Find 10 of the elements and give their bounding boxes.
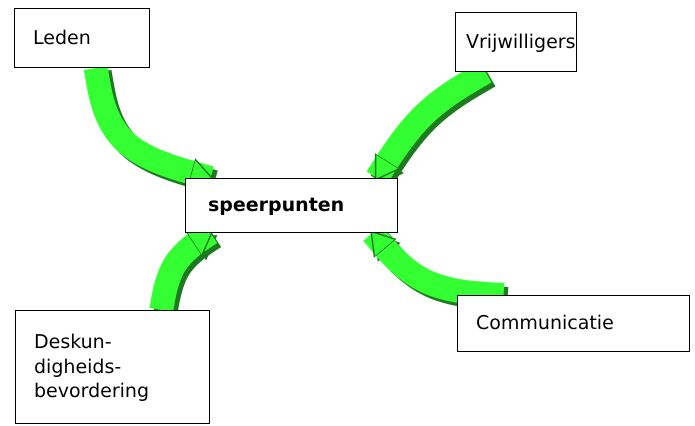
- box-label: speerpunten: [208, 193, 344, 218]
- text-box: [455, 12, 577, 72]
- box-label: Deskun- digheids- bevordering: [34, 330, 150, 404]
- text-box: [185, 178, 398, 233]
- text-box: [15, 310, 210, 424]
- text-box: [457, 295, 690, 352]
- box-label: Communicatie: [476, 311, 614, 336]
- box-label: Leden: [33, 26, 91, 50]
- text-box: [14, 8, 150, 68]
- box-label: Vrijwilligers: [466, 30, 576, 54]
